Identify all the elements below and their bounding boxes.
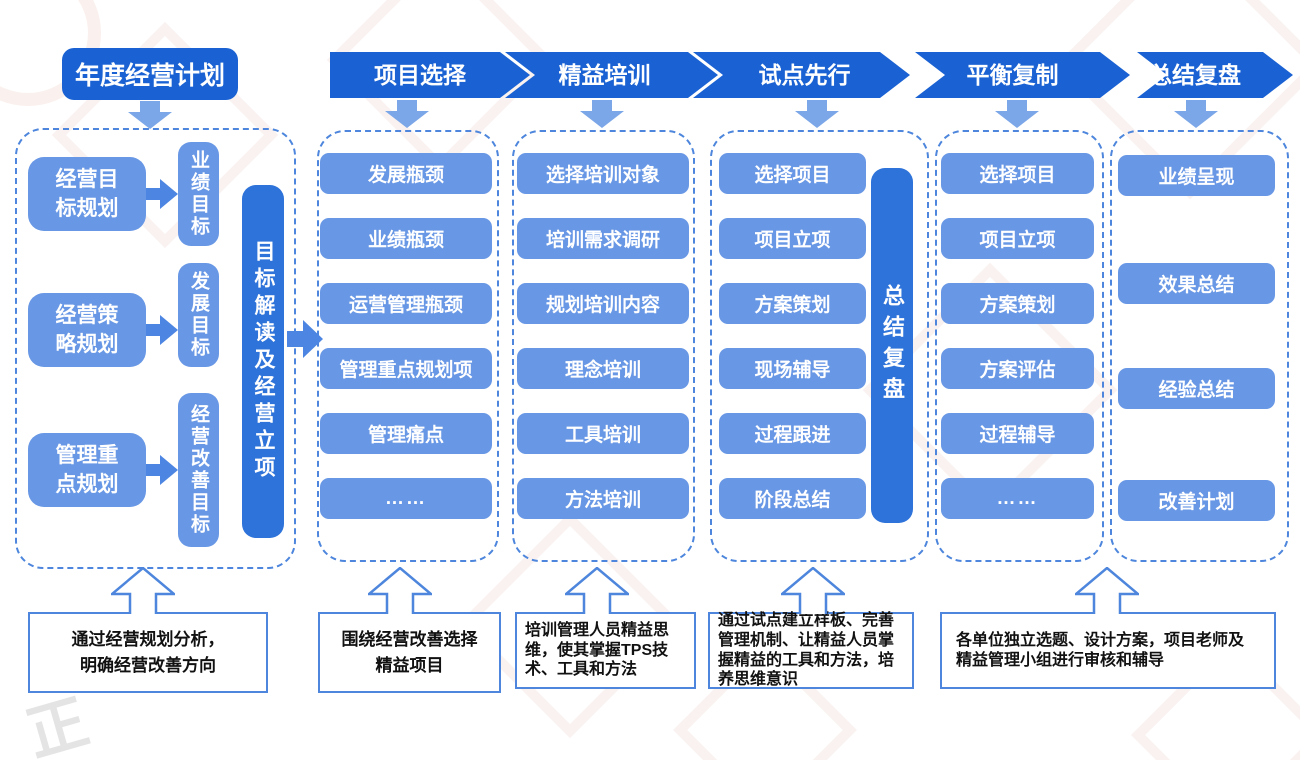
process-step: 管理痛点 xyxy=(320,413,492,454)
process-step: …… xyxy=(941,478,1094,519)
right-arrow-icon xyxy=(146,315,178,345)
process-step: 方案策划 xyxy=(941,283,1094,324)
phase-chevron xyxy=(505,52,718,98)
process-step: 选择项目 xyxy=(719,153,866,194)
process-step: 项目立项 xyxy=(941,218,1094,259)
up-arrow-icon xyxy=(111,567,175,614)
up-arrow-icon xyxy=(368,567,432,614)
up-arrow-icon xyxy=(781,567,845,614)
goal-pill: 业绩目标 xyxy=(178,142,219,246)
up-arrow-icon xyxy=(565,567,629,614)
process-step: 工具培训 xyxy=(517,413,689,454)
phase-panel xyxy=(512,130,695,562)
phase-chevron xyxy=(330,52,530,98)
phase-panel xyxy=(710,130,929,562)
note-box: 通过试点建立样板、完善 管理机制、让精益人员掌 握精益的工具和方法，培 养思维意… xyxy=(708,612,914,689)
planning-stage: 经营目 标规划 xyxy=(28,157,146,231)
summary-bar: 总结复盘 xyxy=(871,168,913,523)
process-step: 业绩呈现 xyxy=(1118,155,1275,196)
down-arrow-icon xyxy=(995,100,1039,128)
process-step: 管理重点规划项 xyxy=(320,348,492,389)
process-step: …… xyxy=(320,478,492,519)
up-arrow-icon xyxy=(1075,567,1139,614)
right-arrow-icon xyxy=(146,179,178,209)
note-box: 各单位独立选题、设计方案，项目老师及 精益管理小组进行审核和辅导 xyxy=(940,612,1276,689)
phase-label: 项目选择 xyxy=(374,62,466,88)
process-step: 方案评估 xyxy=(941,348,1094,389)
process-step: 业绩瓶颈 xyxy=(320,218,492,259)
goal-pill: 发展目标 xyxy=(178,263,219,367)
down-arrow-icon xyxy=(128,101,172,129)
process-step: 经验总结 xyxy=(1118,368,1275,409)
process-step: 发展瓶颈 xyxy=(320,153,492,194)
phase-chevron-strip xyxy=(330,52,1293,98)
process-step: 培训需求调研 xyxy=(517,218,689,259)
phase-chevron xyxy=(915,52,1130,98)
phase-panel-planning xyxy=(15,128,296,569)
note-box: 围绕经营改善选择 精益项目 xyxy=(318,612,501,693)
process-step: 现场辅导 xyxy=(719,348,866,389)
phase-label: 平衡复制 xyxy=(966,62,1059,88)
phase-panel xyxy=(935,130,1104,562)
process-step: 选择项目 xyxy=(941,153,1094,194)
process-step: 运营管理瓶颈 xyxy=(320,283,492,324)
process-step: 阶段总结 xyxy=(719,478,866,519)
down-arrow-icon xyxy=(1174,100,1218,128)
process-step: 规划培训内容 xyxy=(517,283,689,324)
phase-panel xyxy=(317,130,499,562)
phase-chevron xyxy=(693,52,910,98)
goal-interpretation-bar: 目标解读及经营立项 xyxy=(242,185,284,538)
process-step: 方案策划 xyxy=(719,283,866,324)
process-step: 方法培训 xyxy=(517,478,689,519)
annual-plan-badge: 年度经营计划 xyxy=(62,48,238,100)
process-step: 项目立项 xyxy=(719,218,866,259)
process-step: 理念培训 xyxy=(517,348,689,389)
phase-label: 总结复盘 xyxy=(1149,62,1241,88)
planning-stage: 经营策 略规划 xyxy=(28,293,146,367)
process-step: 效果总结 xyxy=(1118,263,1275,304)
phase-label: 试点先行 xyxy=(758,62,851,88)
phase-panel xyxy=(1110,130,1289,562)
right-arrow-icon xyxy=(146,455,178,485)
note-box: 通过经营规划分析， 明确经营改善方向 xyxy=(28,612,268,693)
process-step: 过程辅导 xyxy=(941,413,1094,454)
goal-pill: 经营改善目标 xyxy=(178,393,219,547)
down-arrow-icon xyxy=(795,100,839,128)
phase-chevron xyxy=(1137,52,1293,98)
right-arrow-icon xyxy=(287,320,323,358)
process-step: 选择培训对象 xyxy=(517,153,689,194)
annual-plan-title: 年度经营计划 xyxy=(74,62,225,90)
phase-label: 精益培训 xyxy=(558,62,651,88)
planning-stage: 管理重 点规划 xyxy=(28,433,146,507)
note-box: 培训管理人员精益思 维，使其掌握TPS技 术、工具和方法 xyxy=(515,612,696,689)
down-arrow-icon xyxy=(580,100,624,128)
process-step: 改善计划 xyxy=(1118,480,1275,521)
process-step: 过程跟进 xyxy=(719,413,866,454)
down-arrow-icon xyxy=(385,100,429,128)
